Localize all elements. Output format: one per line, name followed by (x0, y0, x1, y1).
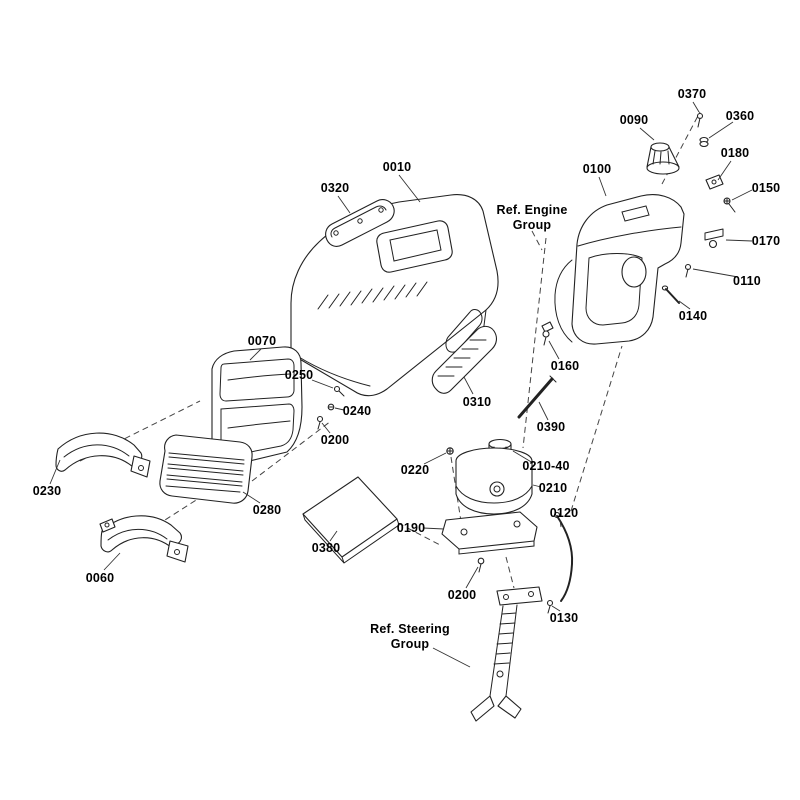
ref-steering-group-label: Ref. Steering Group (370, 622, 450, 652)
ref-engine-line1: Ref. Engine (496, 203, 568, 217)
steering-column-reference (470, 586, 543, 722)
ref-engine-line2: Group (512, 218, 552, 232)
ref-engine-group-label: Ref. Engine Group (497, 203, 568, 233)
callout-0380: 0380 (311, 541, 341, 555)
callout-0210-40: 0210-40 (522, 459, 570, 473)
bracket-part-0190 (441, 511, 538, 555)
clip-part-0170 (704, 228, 724, 249)
leader-lines (49, 101, 753, 668)
callout-0110: 0110 (733, 274, 761, 288)
ref-steering-line2: Group (390, 637, 430, 651)
callout-0100: 0100 (582, 162, 612, 176)
rod-part-0390 (517, 375, 557, 419)
callout-0060: 0060 (85, 571, 115, 585)
dash-pedestal-part-0100 (554, 194, 685, 345)
callout-0150: 0150 (751, 181, 781, 195)
pin-part-0140 (661, 285, 680, 304)
callout-0360: 0360 (725, 109, 755, 123)
callout-0180: 0180 (720, 146, 750, 160)
callout-0170: 0170 (751, 234, 781, 248)
callout-0280: 0280 (252, 503, 282, 517)
callout-0200-lower: 0200 (447, 588, 477, 602)
callout-0220: 0220 (400, 463, 430, 477)
pin-part-0250 (333, 385, 345, 397)
callout-0140: 0140 (678, 309, 708, 323)
screw-part-0150 (723, 197, 736, 213)
callout-0090: 0090 (619, 113, 649, 127)
callout-0230: 0230 (32, 484, 62, 498)
callout-0190: 0190 (396, 521, 426, 535)
callout-0310: 0310 (462, 395, 492, 409)
lower-bumper-part-0060 (99, 515, 189, 563)
callout-0390: 0390 (536, 420, 566, 434)
callout-0200-upper: 0200 (320, 433, 350, 447)
screw-part-0220 (446, 447, 454, 455)
screw-part-0200-lower (477, 557, 485, 573)
hinge-part-0160 (541, 321, 554, 346)
rod-part-0120 (553, 511, 574, 602)
screw-part-0130 (546, 599, 554, 614)
plate-part-0380 (302, 476, 400, 564)
callout-0370: 0370 (677, 87, 707, 101)
callout-0250: 0250 (284, 368, 314, 382)
bumper-part-0230 (55, 432, 151, 478)
insert-part-0280 (159, 434, 253, 504)
screw-part-0110 (684, 263, 692, 278)
callout-0160: 0160 (550, 359, 580, 373)
callout-0010: 0010 (382, 160, 412, 174)
screw-part-0370 (696, 112, 704, 128)
callout-0120: 0120 (549, 506, 579, 520)
handle-part-0320 (325, 199, 395, 247)
callout-0130: 0130 (549, 611, 579, 625)
hood-vent-slats (317, 281, 428, 310)
cap-part-0090 (646, 142, 680, 175)
side-vent-part-0310 (431, 325, 497, 394)
callout-0320: 0320 (320, 181, 350, 195)
callout-0210: 0210 (538, 481, 568, 495)
screw-part-0240 (327, 403, 335, 411)
screw-part-0200-upper (316, 415, 324, 430)
nut-part-0360 (699, 136, 709, 148)
callout-0240: 0240 (342, 404, 372, 418)
callout-0070: 0070 (247, 334, 277, 348)
ref-steering-line1: Ref. Steering (370, 622, 450, 636)
fuel-tank-part-0210 (455, 447, 533, 515)
